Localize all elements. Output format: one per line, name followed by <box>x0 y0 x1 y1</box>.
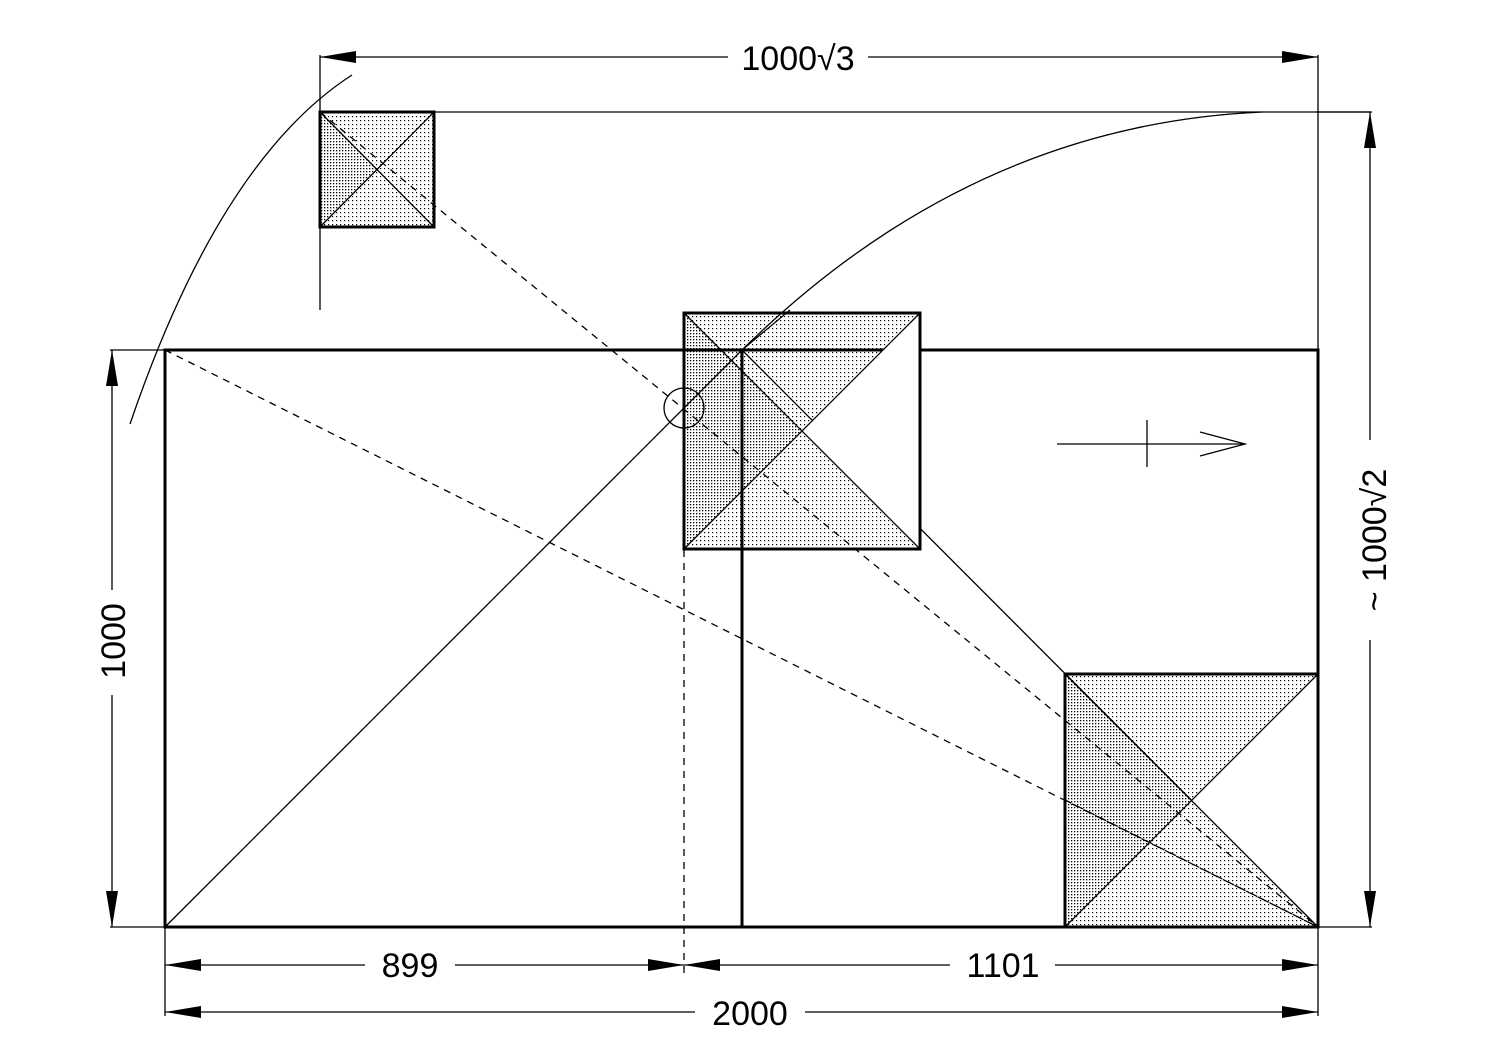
dimension-top: 1000√3 <box>320 40 1318 78</box>
dimension-bottom-left: 899 <box>164 927 684 1016</box>
arc-top <box>741 111 1263 351</box>
dimension-right: ~ 1000√2 <box>1318 111 1394 928</box>
dimension-top-number: 1000 <box>741 40 817 78</box>
bottom-right-square <box>1063 672 1320 929</box>
dimension-bottom-total: 2000 <box>165 995 1318 1033</box>
dimension-top-root: 3 <box>836 40 855 78</box>
dimension-bottom-right-label: 1101 <box>966 947 1039 985</box>
svg-text:1000√3: 1000√3 <box>741 40 854 78</box>
middle-square <box>682 311 922 551</box>
dimension-right-root: 2 <box>1356 469 1394 488</box>
sqrt-symbol: √ <box>1356 487 1394 506</box>
direction-arrow-icon <box>1057 420 1248 467</box>
dimension-right-prefix: ~ <box>1356 582 1394 611</box>
arc-left <box>129 74 353 425</box>
svg-text:~ 1000√2: ~ 1000√2 <box>1356 469 1394 612</box>
small-square <box>318 110 436 229</box>
dimension-bottom-total-label: 2000 <box>712 995 788 1033</box>
sqrt-symbol: √ <box>817 40 836 78</box>
dimension-right-number: 1000 <box>1356 506 1394 582</box>
dimension-left-label: 1000 <box>95 603 133 679</box>
dashed-diagonal-long <box>164 349 1319 928</box>
dimension-left: 1000 <box>95 349 165 928</box>
dimension-bottom-right: 1101 <box>684 927 1319 1016</box>
dashed-diagonal-upper <box>319 111 1319 928</box>
dimension-bottom-left-label: 899 <box>382 947 439 985</box>
main-diagonal <box>164 349 743 928</box>
